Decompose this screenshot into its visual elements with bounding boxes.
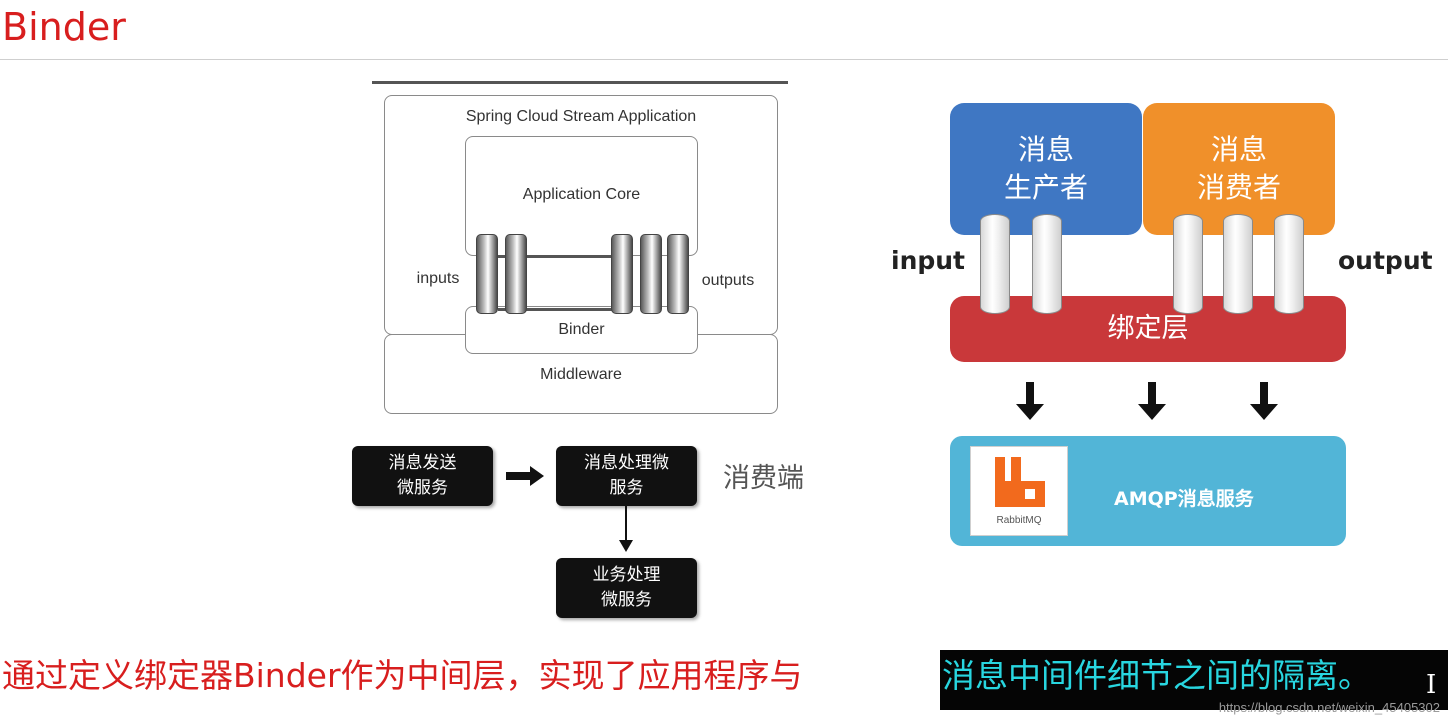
consumer-block: 消息 消费者 (1143, 103, 1335, 235)
output-channel-cylinder (1274, 214, 1304, 314)
binder-box (465, 306, 698, 354)
output-label: output (1338, 246, 1433, 275)
arrow-right-icon (530, 466, 544, 486)
rabbitmq-icon (995, 457, 1045, 507)
input-label: input (891, 246, 966, 275)
caption-highlight-text: 消息中间件细节之间的隔离。 (942, 656, 1371, 695)
caption-highlight-bg (940, 650, 1448, 710)
flow-arrow-shaft (625, 506, 627, 542)
channel-bar-top (498, 255, 628, 258)
arrow-down-icon (1138, 382, 1166, 420)
flow-arrow-shaft (506, 472, 532, 480)
outputs-label: outputs (701, 272, 755, 289)
producer-block: 消息 生产者 (950, 103, 1142, 235)
caption-text: 通过定义绑定器Binder作为中间层，实现了应用程序与 (2, 656, 803, 695)
arrow-down-icon (1016, 382, 1044, 420)
producer-service-box: 消息发送 微服务 (352, 446, 493, 506)
consumer-side-label: 消费端 (723, 463, 804, 494)
rabbitmq-label: RabbitMQ (996, 515, 1042, 526)
output-channel-cylinder (1173, 214, 1203, 314)
output-channel-cylinder (667, 234, 689, 314)
channel-bar-bottom (498, 308, 628, 311)
slide-top-rule (372, 81, 788, 84)
middleware-label: Middleware (540, 366, 622, 383)
input-channel-cylinder (505, 234, 527, 314)
amqp-label: AMQP消息服务 (1114, 488, 1254, 510)
business-service-box: 业务处理 微服务 (556, 558, 697, 618)
input-channel-cylinder (1032, 214, 1062, 314)
inputs-label: inputs (416, 270, 460, 287)
output-channel-cylinder (1223, 214, 1253, 314)
processor-service-box: 消息处理微 服务 (556, 446, 697, 506)
arrow-down-icon (1250, 382, 1278, 420)
app-box-label: Spring Cloud Stream Application (465, 108, 697, 125)
output-channel-cylinder (611, 234, 633, 314)
page-title: Binder (2, 5, 126, 49)
input-channel-cylinder (980, 214, 1010, 314)
arrow-down-icon (619, 540, 633, 552)
output-channel-cylinder (640, 234, 662, 314)
application-core-label: Application Core (522, 186, 641, 203)
watermark-url: https://blog.csdn.net/weixin_45405302 (1218, 700, 1440, 715)
rabbitmq-logo: RabbitMQ (970, 446, 1068, 536)
input-channel-cylinder (476, 234, 498, 314)
binder-label: Binder (558, 321, 605, 338)
title-divider (0, 59, 1448, 60)
text-cursor-icon: I (1426, 670, 1437, 700)
